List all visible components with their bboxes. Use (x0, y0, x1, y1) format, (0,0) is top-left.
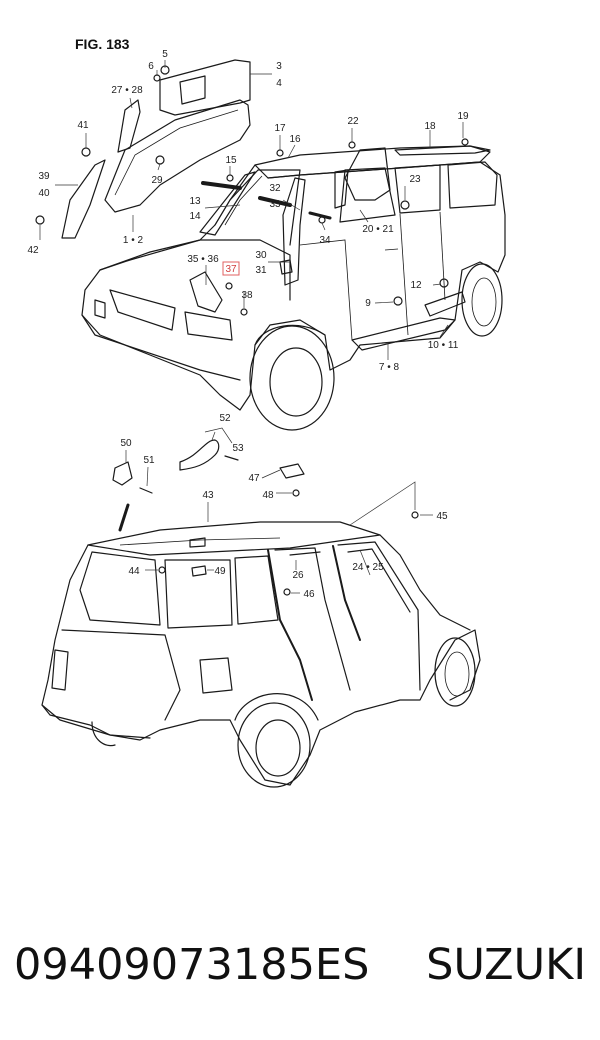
callout-19: 19 (457, 111, 469, 122)
brand-name: SUZUKI (426, 940, 586, 990)
callout-18: 18 (424, 121, 436, 132)
callout-13: 13 (189, 196, 201, 207)
callout-23: 23 (409, 174, 421, 185)
product-caption: 09409073185ES SUZUKI (0, 930, 600, 1000)
callout-29: 29 (151, 175, 163, 186)
highlight-box-37 (222, 261, 240, 276)
callout-34: 34 (319, 235, 331, 246)
callout-3: 3 (276, 61, 282, 72)
callout-27-28: 27 • 28 (111, 85, 143, 96)
callout-46: 46 (303, 589, 315, 600)
callout-labels: 5 6 3 4 27 • 28 41 17 16 22 18 19 15 29 … (27, 49, 469, 600)
callout-9: 9 (365, 298, 371, 309)
callout-39: 39 (38, 171, 50, 182)
callout-24-25: 24 • 25 (352, 562, 384, 573)
callout-35-36: 35 • 36 (187, 254, 219, 265)
callout-31: 31 (255, 265, 267, 276)
callout-47: 47 (248, 473, 260, 484)
lower-leader-lines (125, 427, 433, 594)
callout-30: 30 (255, 250, 267, 261)
callout-43: 43 (202, 490, 214, 501)
callout-50: 50 (120, 438, 132, 449)
upper-vehicle-drawing (81, 145, 506, 431)
callout-16: 16 (289, 134, 301, 145)
callout-44: 44 (128, 566, 140, 577)
callout-41: 41 (77, 120, 89, 131)
callout-42: 42 (27, 245, 39, 256)
callout-40: 40 (38, 188, 50, 199)
callout-6: 6 (148, 61, 154, 72)
callout-52: 52 (219, 413, 231, 424)
callout-45: 45 (436, 511, 448, 522)
callout-22: 22 (347, 116, 359, 127)
callout-20-21: 20 • 21 (362, 224, 394, 235)
callout-17: 17 (274, 123, 286, 134)
callout-48: 48 (262, 490, 274, 501)
part-number: 09409073185ES (14, 940, 370, 990)
callout-15: 15 (225, 155, 237, 166)
figure-label: FIG. 183 (75, 36, 130, 52)
callout-37-highlighted: 37 (225, 264, 237, 275)
callout-1-2: 1 • 2 (123, 235, 144, 246)
callout-10-11: 10 • 11 (428, 340, 459, 351)
lower-vehicle-drawing (41, 503, 481, 788)
callout-38: 38 (241, 290, 253, 301)
callout-5: 5 (162, 49, 168, 60)
upper-leader-lines (39, 60, 464, 360)
callout-51: 51 (143, 455, 155, 466)
callout-7-8: 7 • 8 (379, 362, 400, 373)
callout-26: 26 (292, 570, 304, 581)
callout-14: 14 (189, 211, 201, 222)
callout-49: 49 (214, 566, 226, 577)
callout-32: 32 (269, 183, 281, 194)
callout-4: 4 (276, 78, 282, 89)
callout-12: 12 (410, 280, 422, 291)
callout-33: 33 (269, 199, 281, 210)
callout-53: 53 (232, 443, 244, 454)
